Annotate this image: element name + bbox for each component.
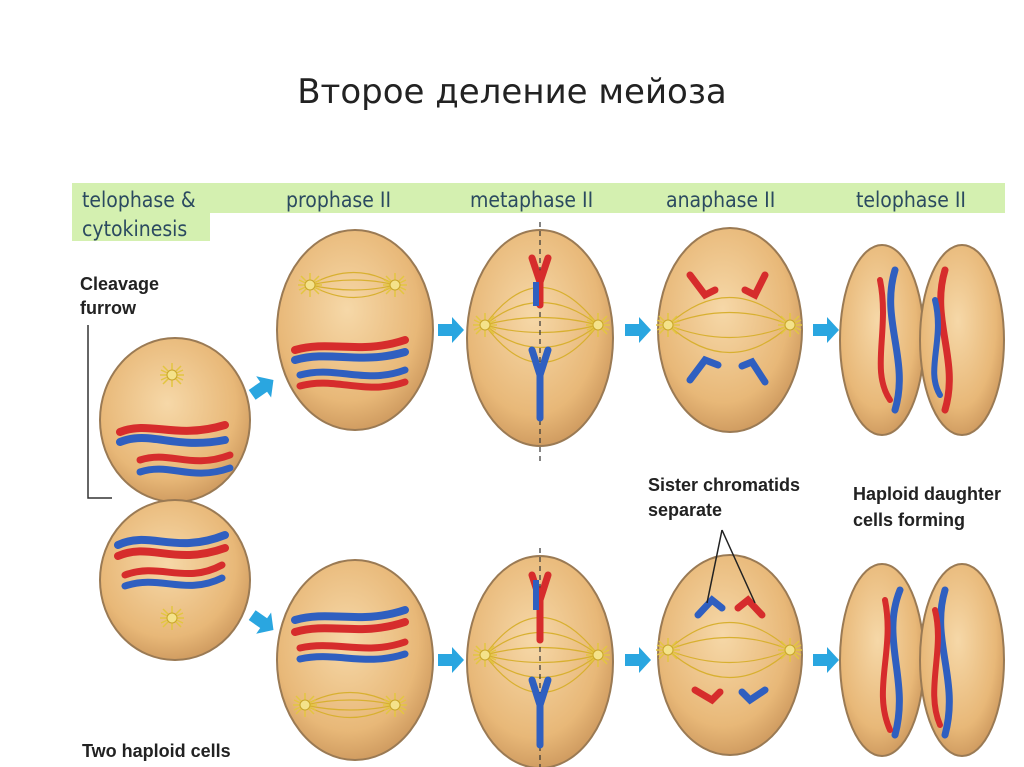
haploid-label-line1: Haploid daughter [853, 484, 1001, 504]
stage-prophase-ii: prophase II [286, 188, 391, 212]
upper-daughter-cell [99, 337, 251, 503]
stage-header: telophase & cytokinesis prophase II meta… [72, 183, 1005, 241]
telophase-i-cell [99, 337, 251, 661]
sister-label-line2: separate [648, 500, 722, 520]
stage-metaphase-ii: metaphase II [470, 188, 593, 212]
cleavage-furrow-annotation: Cleavage furrow [80, 274, 159, 499]
prophase-ii-cell-bottom [276, 559, 434, 761]
telophase-ii-cells-bottom [839, 563, 1005, 757]
centrosome-icon [159, 362, 185, 388]
header-band-ext [72, 213, 210, 241]
centrosome-icon [159, 605, 185, 631]
haploid-label-line2: cells forming [853, 510, 965, 530]
haploid-daughter-annotation: Haploid daughter cells forming [853, 484, 1001, 530]
anaphase-ii-cell-bottom [655, 554, 803, 756]
pointer-line [706, 529, 723, 604]
pointer-line [87, 325, 112, 499]
prophase-ii-cell-top [276, 229, 434, 431]
stage-telophase-ii: telophase II [856, 188, 966, 212]
stage-telophase-line2: cytokinesis [82, 217, 187, 241]
slide-title: Второе деление мейоза [297, 72, 727, 112]
metaphase-ii-cell-bottom [466, 548, 614, 767]
sister-chromatids-annotation: Sister chromatids separate [648, 475, 800, 604]
telophase-ii-cells-top [839, 244, 1005, 436]
metaphase-ii-cell-top [466, 222, 614, 462]
anaphase-ii-cell-top [655, 227, 803, 433]
header-band [72, 183, 1005, 213]
cleavage-label-line1: Cleavage [80, 274, 159, 294]
cleavage-label-line2: furrow [80, 298, 137, 318]
stage-anaphase-ii: anaphase II [666, 188, 775, 212]
sister-label-line1: Sister chromatids [648, 475, 800, 495]
lower-daughter-cell [99, 499, 251, 661]
stage-telophase-line1: telophase & [82, 188, 196, 212]
two-haploid-cells-label: Two haploid cells [82, 741, 231, 761]
pointer-line [721, 529, 756, 604]
